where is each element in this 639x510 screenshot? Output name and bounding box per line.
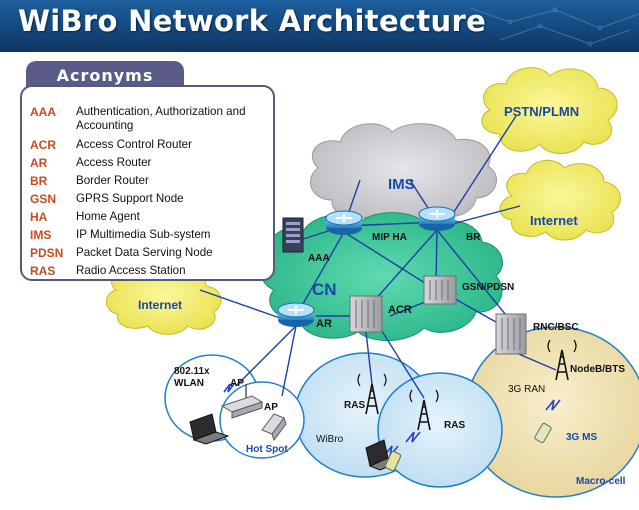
acronym-definition: Border Router	[76, 174, 149, 187]
ras-1-tower-icon	[357, 373, 387, 415]
acronym-abbr: BR	[30, 174, 48, 188]
acronym-abbr: HA	[30, 210, 48, 224]
mip-ha-router-icon	[325, 210, 363, 235]
acronym-definition: Authentication, Authorization and Accoun…	[76, 105, 246, 132]
macro-cell-label: Macro-cell	[576, 476, 626, 487]
acronym-abbr: PDSN	[30, 246, 64, 260]
br-router-icon	[418, 206, 456, 231]
acronym-abbr: GSN	[30, 192, 57, 206]
title-bar-network-decoration	[469, 7, 639, 47]
acronym-definition: Home Agent	[76, 210, 140, 223]
ap-1-label: AP	[230, 378, 244, 389]
acr-label: ACR	[388, 304, 412, 316]
pstn-plmn-cloud	[481, 67, 618, 154]
wlan-label: 802.11x WLAN	[174, 366, 210, 389]
cn-label: CN	[312, 280, 337, 299]
internet-left-label: Internet	[138, 298, 183, 312]
page-title: WiBro Network Architecture	[18, 4, 487, 38]
acronym-definition: IP Multimedia Sub-system	[76, 228, 211, 241]
ras-1-label: RAS	[344, 400, 366, 411]
aaa-server-icon	[282, 217, 304, 253]
pstn-plmn-label: PSTN/PLMN	[504, 104, 580, 119]
acronym-definition: Radio Access Station	[76, 264, 186, 277]
wlan-laptop-icon	[189, 413, 230, 445]
clouds	[106, 67, 621, 342]
ap-2-label: AP	[264, 402, 278, 413]
nodeb-bts-tower-icon	[547, 339, 577, 381]
acronym-definition: Packet Data Serving Node	[76, 246, 213, 259]
acronym-definition: GPRS Support Node	[76, 192, 184, 205]
mip-ha-label: MIP HA	[372, 232, 407, 243]
ap-2-device-icon	[261, 413, 287, 442]
title-bar: WiBro Network Architecture	[0, 0, 639, 52]
3g-ran-label: 3G RAN	[508, 384, 546, 395]
3g-ms-label: 3G MS	[566, 432, 598, 443]
ras-2-tower-icon	[409, 389, 439, 431]
br-label: BR	[466, 232, 481, 243]
nodeb-bts-label: NodeB/BTS	[570, 364, 625, 375]
acronym-abbr: IMS	[30, 228, 52, 242]
acronym-abbr: ACR	[30, 138, 56, 152]
ap-1-device-icon	[220, 384, 264, 419]
cell-coverage-areas	[164, 326, 639, 498]
aaa-label: AAA	[308, 253, 330, 264]
ar-label: AR	[316, 318, 332, 330]
wibro-laptop-icon	[365, 439, 400, 471]
acronyms-panel	[20, 85, 275, 281]
wibro-handset-icon	[384, 450, 402, 472]
hot-spot-label: Hot Spot	[246, 444, 288, 455]
acronym-definition: Access Control Router	[76, 138, 192, 151]
rnc-bsc-server-icon	[495, 313, 527, 355]
ar-router-icon	[277, 302, 315, 327]
gsn-pdsn-label: GSN/PDSN	[462, 282, 515, 293]
rnc-bsc-label: RNC/BSC	[533, 322, 579, 333]
wibro-label: WiBro	[316, 434, 344, 445]
ras-2-label: RAS	[444, 420, 466, 431]
internet-right-cloud	[499, 159, 621, 241]
acronyms-tab: Acronyms	[26, 61, 184, 89]
acronyms-heading: Acronyms	[56, 66, 154, 85]
wibro-cell-2-coverage	[377, 372, 503, 488]
gsn-pdsn-server-icon	[423, 275, 457, 305]
acronym-abbr: RAS	[30, 264, 56, 278]
acronym-definition: Access Router	[76, 156, 152, 169]
3g-ms-handset-icon	[534, 422, 552, 444]
ims-cloud	[309, 123, 498, 225]
acronym-abbr: AR	[30, 156, 48, 170]
ims-label: IMS	[388, 176, 415, 193]
internet-right-label: Internet	[530, 213, 578, 228]
acr-server-icon	[349, 295, 383, 333]
acronym-abbr: AAA	[30, 105, 56, 119]
